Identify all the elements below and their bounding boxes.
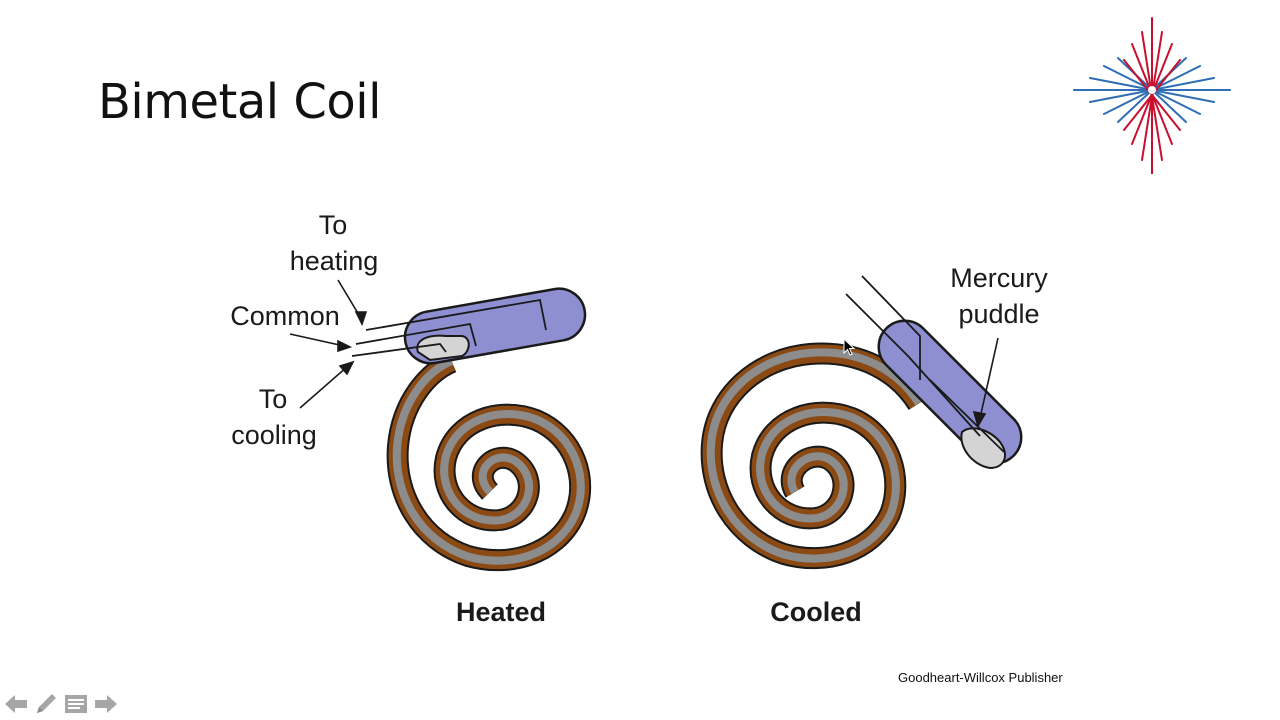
heated-mercury-bulb [351, 287, 587, 365]
cooled-coil [700, 342, 928, 570]
next-arrow-icon [95, 695, 117, 713]
slideshow-controls [2, 690, 120, 718]
label-puddle: puddle [958, 299, 1039, 329]
heated-coil [386, 351, 592, 572]
cooled-mercury-bulb [845, 275, 1023, 470]
label-to-cooling-2: cooling [231, 420, 317, 450]
slide-title: Bimetal Coil [98, 74, 381, 130]
label-common: Common [230, 301, 340, 331]
pen-button[interactable] [32, 690, 60, 718]
label-mercury: Mercury [950, 263, 1048, 293]
next-button[interactable] [92, 690, 120, 718]
previous-button[interactable] [2, 690, 30, 718]
label-to-cooling-1: To [259, 384, 288, 414]
label-to-heating-1: To [319, 210, 348, 240]
heated-leader-lines [289, 279, 368, 409]
image-credit: Goodheart-Willcox Publisher [898, 670, 1063, 685]
mercury-leader-line [972, 337, 999, 429]
mouse-cursor-icon [843, 338, 856, 356]
notes-icon [65, 695, 87, 713]
label-to-heating-2: heating [290, 246, 379, 276]
pen-icon [37, 694, 56, 713]
previous-arrow-icon [5, 695, 27, 713]
notes-button[interactable] [62, 690, 90, 718]
caption-heated: Heated [456, 597, 546, 627]
starburst-logo-icon [1073, 17, 1231, 174]
caption-cooled: Cooled [770, 597, 862, 627]
